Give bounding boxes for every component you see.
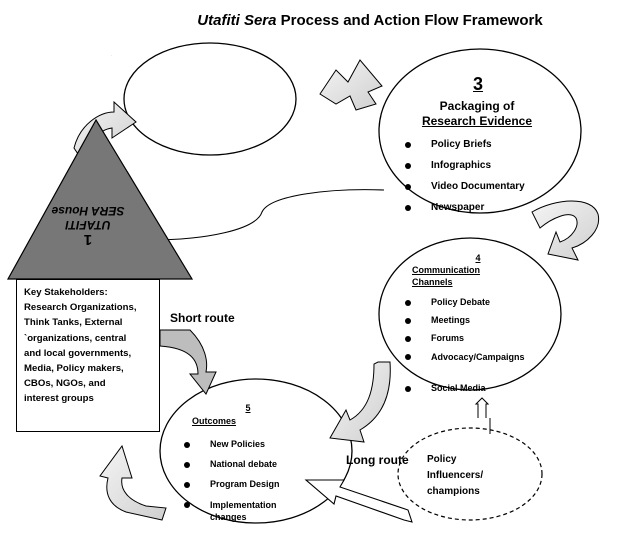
influencer-up-arrow [474,397,490,418]
list-item: New Policies [184,439,294,459]
arrow-3-to-4 [531,200,600,261]
list-item: Advocacy/Campaigns [405,351,531,383]
short-route-label: Short route [170,311,235,325]
stakeholder-line: `organizations, central [24,332,127,344]
arrow-4-to-5 [329,361,391,443]
stage-5-circle [159,378,353,524]
influencers-line3: champions [427,486,480,497]
stakeholder-line: Key Stakeholders: [24,287,108,298]
stage-3-title-line2: Research Evidence [421,114,533,128]
list-item: Policy Debate [405,297,531,315]
short-route-arrow [159,329,217,395]
stakeholder-line: CBOs, NGOs, and [24,378,106,390]
stakeholder-line: and local governments, [24,347,132,359]
stage-4-list: Policy Debate Meetings Forums Advocacy/C… [405,297,531,401]
stage-5-number: 5 [245,403,251,413]
stage-4-title: Communication Channels [412,265,481,287]
stakeholder-line: Research Organizations, [24,302,137,314]
tiny-mark: . [110,54,116,57]
long-route-label: Long route [346,453,409,467]
stakeholder-line: Media, Policy makers, [24,363,124,375]
feedback-curve [149,189,385,241]
arrow-2-to-3 [319,59,383,111]
stage-3-title: Packaging of Research Evidence [412,99,542,129]
diagram-title: Utafiti Sera Process and Action Flow Fra… [197,12,543,29]
stage-3-list: Policy Briefs Infographics Video Documen… [405,139,525,223]
influencers-label: Policy Influencers/ champions [427,452,483,500]
long-route-arrow [304,479,413,523]
stage-5-title: Outcomes [192,416,237,426]
arrow-5-to-1 [99,444,167,521]
stage-4-number: 4 [475,253,481,263]
list-item: Implementation changes [184,499,294,522]
list-item: Meetings [405,315,531,333]
influencers-circle [397,427,543,521]
stakeholders-box: Key Stakeholders: Research Organizations… [16,279,160,432]
influencers-line1: Policy [427,454,457,465]
list-item: Video Documentary [405,181,525,202]
list-item: Infographics [405,160,525,181]
list-item: Program Design [184,479,294,499]
list-item: National debate [184,459,294,479]
stakeholder-line: interest groups [24,393,94,405]
list-item: Social Media [405,383,531,401]
stage-3-title-line1: Packaging of [439,99,515,113]
stage-4-circle [378,237,562,391]
stage-3-number: 3 [472,74,483,94]
list-item: Policy Briefs [405,139,525,160]
house-number: 1 [83,231,93,248]
stage-5-list: New Policies National debate Program Des… [184,439,294,522]
stage-3-circle [378,48,582,214]
list-item: Forums [405,333,531,351]
stage-2-circle [123,42,297,156]
house-line2: SERA House [51,204,125,218]
list-item: Newspaper [405,202,525,223]
utafiti-house-label: 1 UTAFITI SERA House [28,204,148,248]
house-line1: UTAFITI [65,218,111,232]
stakeholder-line: Think Tanks, External [24,317,123,329]
influencers-line2: Influencers/ [427,470,484,481]
